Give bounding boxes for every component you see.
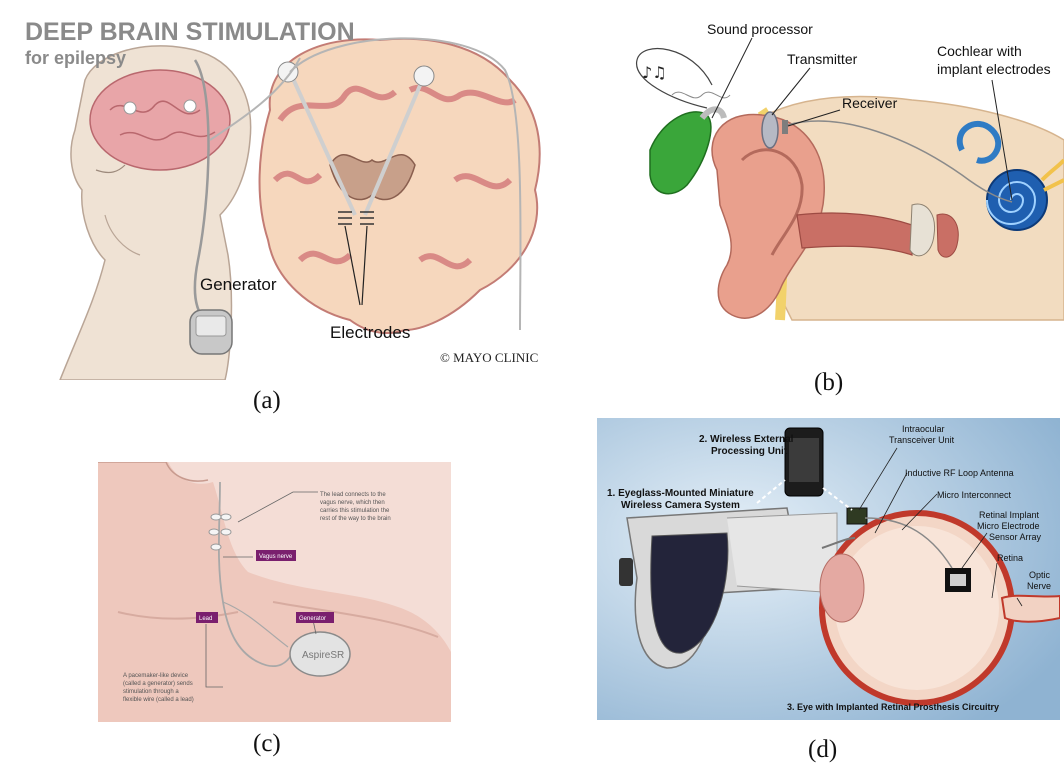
transmitter xyxy=(761,111,779,149)
panel-a-subtitle: for epilepsy xyxy=(25,48,126,68)
note-bottom-1: A pacemaker-like device xyxy=(123,673,189,679)
optic-nerve xyxy=(1000,594,1060,623)
tag-generator xyxy=(296,612,334,623)
label-cochlear-line1: Cochlear with xyxy=(937,43,1022,59)
sound-processor xyxy=(649,111,712,195)
cochlea xyxy=(986,169,1048,231)
svg-text:♪♫: ♪♫ xyxy=(642,63,667,82)
vns-illustration: AspireSR Vagus nerve Lead Generator The … xyxy=(98,462,451,722)
dbs-illustration: DEEP BRAIN STIMULATION for epilepsy Gene… xyxy=(25,18,541,380)
torso xyxy=(98,462,451,722)
cochlear-illustration: ♪♫ Sound processor Transmitter Receiver … xyxy=(636,21,1064,321)
label-optic-1: Optic xyxy=(1029,570,1051,580)
transceiver-unit xyxy=(846,507,868,525)
ear-canal xyxy=(796,212,913,256)
label-retina: Retina xyxy=(997,553,1023,563)
label-generator: Generator xyxy=(200,275,277,294)
mayo-credit: © MAYO CLINIC xyxy=(440,350,538,365)
lead-wire xyxy=(193,59,210,321)
receiver xyxy=(782,120,788,134)
electrode-cap-right xyxy=(413,65,435,87)
label-retinal-3: Sensor Array xyxy=(989,532,1042,542)
label-retinal-1: Retinal Implant xyxy=(979,510,1040,520)
vns-generator xyxy=(289,631,351,677)
burr-hole-right xyxy=(183,99,197,113)
label-camera-1: 1. Eyeglass-Mounted Miniature xyxy=(607,488,754,499)
note-bottom-4: flexible wire (called a lead) xyxy=(123,697,194,703)
label-receiver: Receiver xyxy=(842,95,898,111)
retinal-illustration: 2. Wireless External Processing Unit 1. … xyxy=(597,418,1060,720)
tag-lead xyxy=(196,612,218,623)
label-sound-processor: Sound processor xyxy=(707,21,813,37)
label-camera-2: Wireless Camera System xyxy=(621,500,740,511)
label-processing-1: 2. Wireless External xyxy=(699,434,794,445)
note-bottom-3: stimulation through a xyxy=(123,689,179,695)
camera xyxy=(619,558,633,586)
label-eye: 3. Eye with Implanted Retinal Prosthesis… xyxy=(787,702,999,712)
tag-vagus-nerve xyxy=(256,550,296,561)
nerve-electrodes xyxy=(208,513,232,551)
note-top-2: vagus nerve, which then xyxy=(320,500,385,506)
label-optic-2: Nerve xyxy=(1027,581,1051,591)
label-retinal-2: Micro Electrode xyxy=(977,521,1040,531)
caption-c: (c) xyxy=(253,730,281,757)
tag-generator-text: Generator xyxy=(299,616,326,622)
small-brain xyxy=(89,69,231,171)
note-top-3: carries this stimulation the xyxy=(320,508,390,514)
eyeglass-lens xyxy=(650,532,729,654)
panel-a-deep-brain-stimulation: DEEP BRAIN STIMULATION for epilepsy Gene… xyxy=(0,0,560,380)
lens xyxy=(819,553,865,623)
panel-d-retinal-prosthesis: 2. Wireless External Processing Unit 1. … xyxy=(597,418,1060,720)
caption-a: (a) xyxy=(253,387,281,414)
label-micro: Micro Interconnect xyxy=(937,490,1012,500)
tag-lead-text: Lead xyxy=(199,616,212,622)
label-intraocular-1: Intraocular xyxy=(902,424,945,434)
device-brand: AspireSR xyxy=(302,650,344,661)
tag-vagus-text: Vagus nerve xyxy=(259,554,293,560)
burr-hole-left xyxy=(123,101,137,115)
label-electrodes: Electrodes xyxy=(330,323,410,342)
label-transmitter: Transmitter xyxy=(787,51,858,67)
note-top-4: rest of the way to the brain xyxy=(320,516,391,522)
panel-a-title: DEEP BRAIN STIMULATION xyxy=(25,18,355,46)
note-bottom-2: (called a generator) sends xyxy=(123,681,193,687)
caption-d: (d) xyxy=(808,736,838,763)
panel-b-cochlear-implant: ♪♫ Sound processor Transmitter Receiver … xyxy=(612,0,1064,340)
label-rf: Inductive RF Loop Antenna xyxy=(905,468,1014,478)
electrode-cap-left xyxy=(277,61,299,83)
label-intraocular-2: Transceiver Unit xyxy=(889,435,955,445)
panel-c-vagus-nerve-stimulation: AspireSR Vagus nerve Lead Generator The … xyxy=(98,462,451,722)
electrode-tips xyxy=(338,211,374,225)
note-top-1: The lead connects to the xyxy=(320,492,386,498)
label-cochlear-line2: implant electrodes xyxy=(937,61,1051,77)
caption-b: (b) xyxy=(814,369,844,396)
label-processing-2: Processing Unit xyxy=(711,446,788,457)
